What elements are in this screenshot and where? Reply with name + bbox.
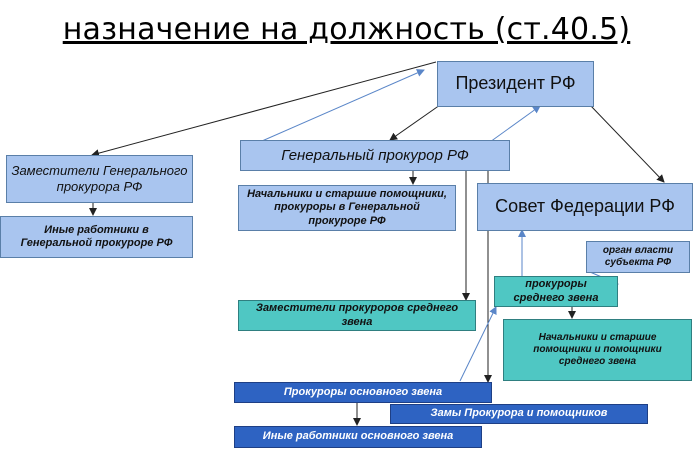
arrow-president-fc (589, 104, 665, 183)
node-general-prosecutor: Генеральный прокурор РФ (240, 140, 510, 171)
node-base-deputies: Замы Прокурора и помощников (390, 404, 648, 424)
arrow-gp-president (261, 69, 425, 142)
node-heads-assistants: Начальники и старшие помощники, прокурор… (238, 185, 456, 231)
arrow-president-deputies (91, 61, 437, 158)
node-mid-prosecutors: прокуроры среднего звена (494, 276, 618, 307)
arrow-fc-president (489, 105, 541, 143)
node-deputies-general: Заместители Генерального прокурора РФ (6, 155, 193, 203)
arrow-president-gp (389, 104, 441, 141)
node-federation-council: Совет Федерации РФ (477, 183, 693, 231)
node-president: Президент РФ (437, 61, 594, 107)
node-mid-deputies: Заместители прокуроров среднего звена (238, 300, 476, 331)
diagram-title: назначение на должность (ст.40.5) (62, 12, 631, 47)
node-base-other-workers: Иные работники основного звена (234, 426, 482, 448)
node-subject-authority: орган власти субъекта РФ (586, 241, 690, 273)
node-base-prosecutors: Прокуроры основного звена (234, 382, 492, 403)
arrow-base-mid (459, 306, 497, 382)
node-other-workers-general: Иные работники в Генеральной прокуроре Р… (0, 216, 193, 258)
node-mid-heads-assistants: Начальники и старшие помощники и помощни… (503, 319, 692, 381)
